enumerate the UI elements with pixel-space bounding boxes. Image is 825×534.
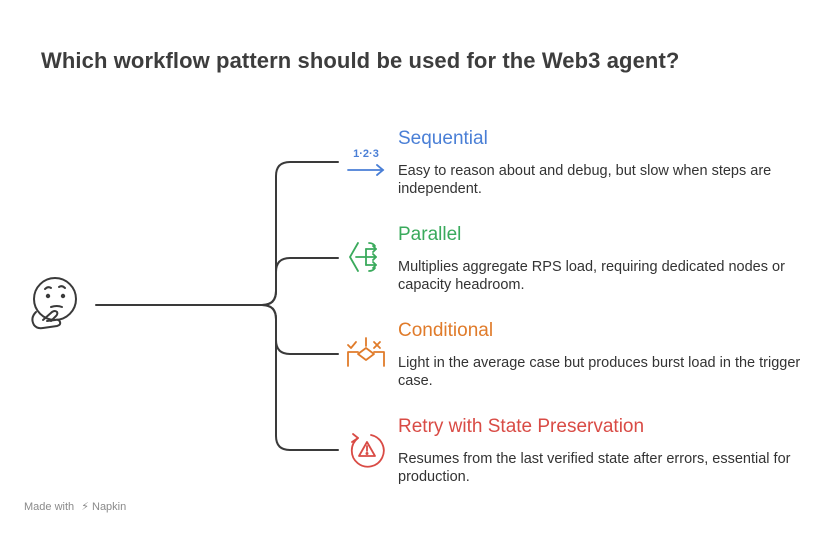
footer-brand: Napkin — [92, 501, 127, 513]
branch-desc-sequential: Easy to reason about and debug, but slow… — [398, 163, 772, 197]
connector-sequential — [261, 161, 339, 306]
branch-desc-conditional: Light in the average case but produces b… — [398, 355, 801, 389]
footer-prefix: Made with — [24, 501, 75, 513]
sequential-steps-icon: 1·2·3 — [347, 148, 385, 176]
connector-parallel — [261, 257, 339, 306]
sequential-icon-text: 1·2·3 — [353, 148, 379, 160]
napkin-logo-icon: ⚡ — [81, 501, 89, 513]
connector-conditional — [261, 304, 339, 355]
branch-title-retry: Retry with State Preservation — [398, 416, 645, 437]
thinking-face-icon — [31, 277, 77, 330]
branch-title-parallel: Parallel — [398, 224, 462, 245]
branch-desc-retry: Resumes from the last verified state aft… — [398, 451, 791, 485]
footer-credit[interactable]: Made with ⚡ Napkin — [24, 500, 126, 513]
branch-title-sequential: Sequential — [398, 128, 488, 149]
branch-desc-parallel: Multiplies aggregate RPS load, requiring… — [398, 259, 785, 293]
connector-lines — [95, 161, 339, 451]
diagram-title: Which workflow pattern should be used fo… — [41, 48, 680, 73]
retry-warning-icon — [350, 433, 385, 468]
branch-title-conditional: Conditional — [398, 320, 494, 341]
parallel-branch-icon — [349, 242, 377, 272]
connector-retry — [261, 304, 339, 451]
conditional-check-cross-icon — [347, 337, 385, 367]
